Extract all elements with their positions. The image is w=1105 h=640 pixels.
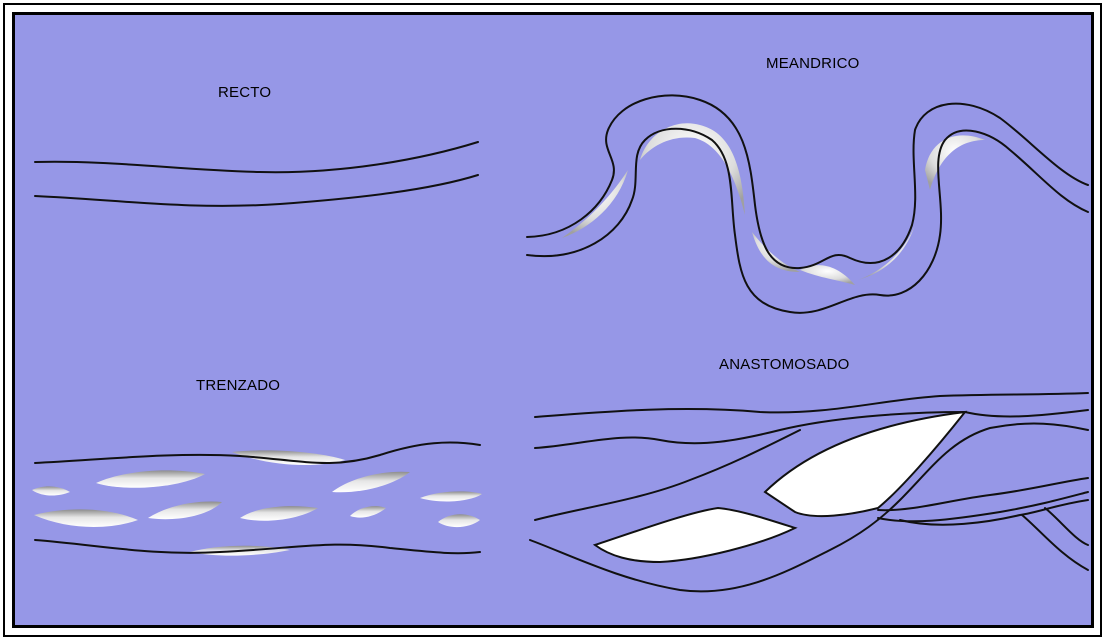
braid-bar-3 [332, 472, 410, 493]
label-anastomosado: ANASTOMOSADO [719, 356, 849, 373]
recto-channel [35, 142, 478, 206]
trenzado-channel [32, 442, 482, 555]
anasto-line-1 [535, 393, 1088, 417]
braid-bar-9 [350, 506, 386, 518]
braid-bar-10 [438, 514, 480, 527]
point-bar-3 [752, 232, 800, 272]
point-bar-1 [562, 170, 628, 238]
anasto-line-8 [1022, 515, 1088, 570]
anasto-line-2 [535, 410, 1088, 448]
point-bar-4 [800, 265, 855, 285]
braid-bar-4 [420, 491, 482, 501]
label-recto: RECTO [218, 84, 271, 101]
anastomosado-channel [530, 393, 1088, 591]
recto-bank-bottom [35, 175, 478, 206]
braid-bar-1 [96, 470, 205, 487]
point-bar-6 [925, 135, 985, 190]
point-bar-5 [858, 225, 915, 280]
braid-bar-6 [34, 509, 138, 527]
braid-bar-7 [148, 502, 222, 520]
island-2 [595, 508, 795, 562]
braid-bar-5 [32, 486, 70, 495]
label-trenzado: TRENZADO [196, 377, 280, 394]
meandrico-channel [527, 95, 1088, 312]
point-bar-2 [640, 123, 745, 215]
recto-bank-top [35, 142, 478, 172]
braid-bar-8 [240, 506, 318, 521]
anasto-line-9 [1045, 508, 1088, 545]
label-meandrico: MEANDRICO [766, 55, 859, 72]
meandrico-bank-outer [527, 95, 1088, 268]
